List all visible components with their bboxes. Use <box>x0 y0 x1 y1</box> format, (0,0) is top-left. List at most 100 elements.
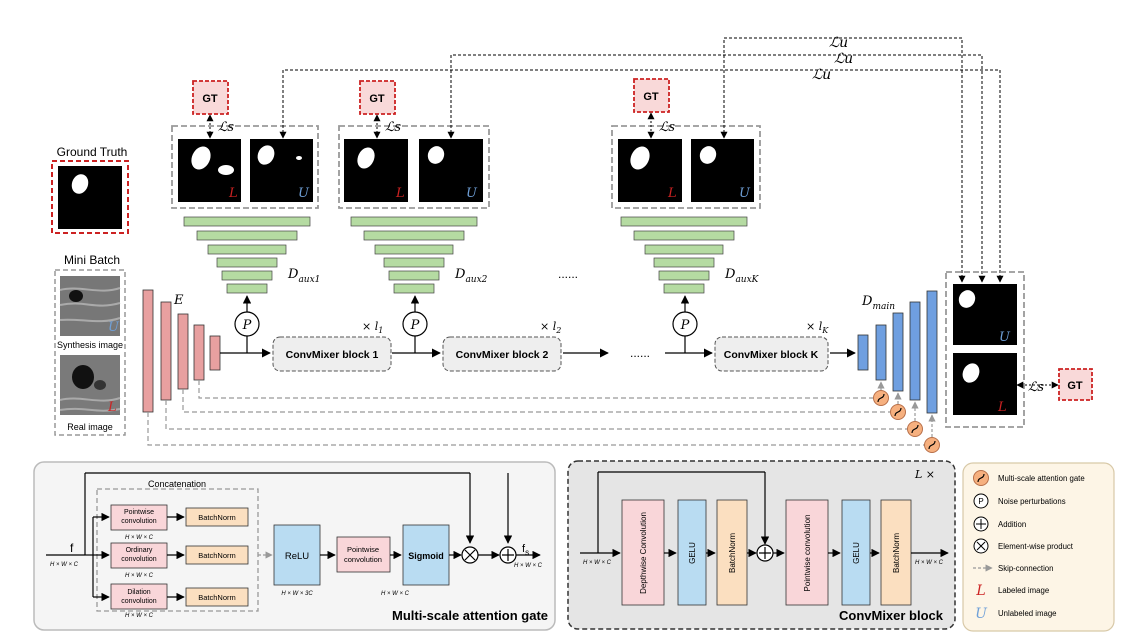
legend-label: Noise perturbations <box>998 497 1066 506</box>
lesion-shape <box>71 174 89 194</box>
unlabeled-mark: U <box>466 186 478 201</box>
unlabeled-mark: U <box>108 320 120 335</box>
loss-supervised-label: ℒs <box>218 120 234 135</box>
loss-unsupervised-label: ℒu <box>812 67 831 83</box>
svg-text:GT: GT <box>643 91 659 103</box>
legend: Multi-scale attention gate P Noise pertu… <box>962 462 1115 632</box>
legend-label: Multi-scale attention gate <box>998 474 1085 483</box>
batchnorm-label: BatchNorm <box>198 513 236 522</box>
legend-label: Addition <box>998 520 1026 529</box>
aux-decoder-label: Daux2 <box>454 267 488 285</box>
legend-label: Skip-connection <box>998 564 1053 573</box>
aux-decoder-label: DauxK <box>724 267 760 285</box>
layer-label: Pointwise convolution <box>803 515 812 592</box>
ultrasound-texture <box>59 397 121 412</box>
sigmoid-label: Sigmoid <box>408 551 444 561</box>
convmixer-block-label: ConvMixer block 1 <box>286 349 379 361</box>
attention-gate-icon <box>906 420 924 438</box>
msag-title: Multi-scale attention gate <box>392 608 548 623</box>
aux-output-1: L U <box>171 125 319 209</box>
repeat-label: × lK <box>806 320 829 335</box>
legend-label: Labeled image <box>998 586 1049 595</box>
ultrasound-texture <box>59 287 121 323</box>
labeled-mark: L <box>997 400 1007 415</box>
msag-output: fs <box>522 543 529 557</box>
layer-label: BatchNorm <box>892 533 901 573</box>
loss-supervised-label: ℒs <box>385 120 401 135</box>
relu-label: ReLU <box>285 551 309 562</box>
svg-text:P: P <box>242 318 252 333</box>
main-output: U L <box>945 271 1025 428</box>
dim-label: H × W × C <box>514 563 543 569</box>
perturbation-2: P <box>402 295 428 353</box>
main-decoder <box>857 290 938 414</box>
encoder <box>142 289 221 413</box>
decoder-ellipsis: ...... <box>558 267 578 281</box>
batchnorm-label: BatchNorm <box>198 551 236 560</box>
unsupervised-loss-lines <box>279 37 1004 283</box>
batchnorm-label: BatchNorm <box>198 593 236 602</box>
unlabeled-mark: U <box>298 186 310 201</box>
labeled-mark: L <box>107 400 117 415</box>
aux-output-k: L U <box>611 125 761 209</box>
labeled-mark: L <box>395 186 405 201</box>
layer-label: GELU <box>852 542 861 564</box>
convmixer-block-label: ConvMixer block K <box>724 349 819 361</box>
layer-label: BatchNorm <box>728 533 737 573</box>
legend-label: Element-wise product <box>998 542 1074 551</box>
dim-label: H × W × C <box>125 613 154 619</box>
perturbation-1: P <box>234 295 260 353</box>
layer-label: Depthwise Convolution <box>639 512 648 594</box>
svg-text:GT: GT <box>369 93 385 105</box>
attention-gate-icon <box>923 436 941 454</box>
synthesis-caption: Synthesis image <box>57 340 123 350</box>
svg-text:P: P <box>410 318 420 333</box>
mini-batch-label: Mini Batch <box>64 253 120 267</box>
repeat-l-label: L × <box>914 468 935 481</box>
real-lesion <box>72 365 94 389</box>
msag-input: f <box>70 541 74 555</box>
gt-box-1: GT ℒs <box>192 80 234 139</box>
repeat-label: × l2 <box>540 320 561 335</box>
dim-label: H × W × C <box>125 573 154 579</box>
noise-icon <box>973 493 989 509</box>
aux-decoder-label: Daux1 <box>287 267 320 285</box>
ground-truth-label: Ground Truth <box>57 145 128 159</box>
dim-label: H × W × C <box>915 560 944 566</box>
attention-gate-icon <box>872 389 890 407</box>
gt-box-main: GT <box>1058 368 1093 401</box>
perturbation-k: P <box>672 295 698 353</box>
dim-label: H × W × C <box>50 562 79 568</box>
convmixer-block-label: ConvMixer block 2 <box>456 349 549 361</box>
legend-label: Unlabeled image <box>998 609 1057 618</box>
gt-box-2: GT ℒs <box>359 80 401 139</box>
encoder-label: E <box>173 293 184 308</box>
aux-output-2: L U <box>338 125 490 209</box>
dim-label: H × W × 3C <box>281 591 313 597</box>
attention-gate-icon <box>889 403 907 421</box>
convmixer-block-k: ConvMixer block K <box>714 336 829 372</box>
ground-truth-frame <box>51 160 129 234</box>
skip-connections <box>147 380 927 446</box>
labeled-mark: L <box>667 186 677 201</box>
loss-supervised-label: ℒs <box>659 120 675 135</box>
concatenation-label: Concatenation <box>148 479 206 489</box>
svg-text:GT: GT <box>1067 380 1083 392</box>
convmixer-title: ConvMixer block <box>839 608 944 623</box>
dim-label: H × W × C <box>583 560 612 566</box>
gt-box-k: GT ℒs <box>633 78 675 139</box>
repeat-label: × l1 <box>362 320 383 335</box>
dim-label: H × W × C <box>381 591 410 597</box>
attention-gate-icon <box>972 469 990 487</box>
convmixer-block-1: ConvMixer block 1 <box>272 336 392 372</box>
unlabeled-mark: U <box>999 330 1011 345</box>
loss-unsupervised-label: ℒu <box>829 35 848 51</box>
real-caption: Real image <box>67 422 113 432</box>
loss-unsupervised-label: ℒu <box>834 51 853 67</box>
dim-label: H × W × C <box>125 535 154 541</box>
synthesis-lesion <box>69 290 83 302</box>
unlabeled-mark: U <box>739 186 751 201</box>
